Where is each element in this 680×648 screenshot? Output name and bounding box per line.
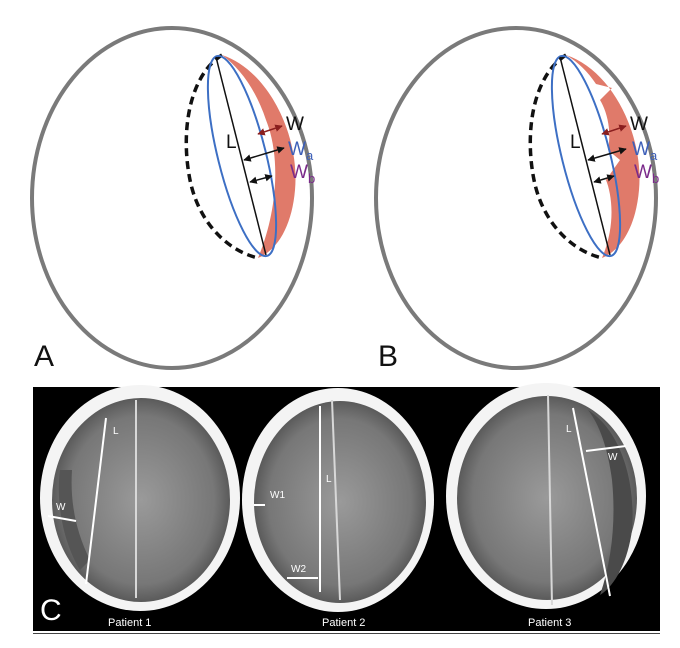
label-length-b: L (570, 132, 581, 153)
ct-label-w-3: W (608, 452, 618, 463)
ct-label-l-2: L (326, 474, 332, 485)
dashed-boundary-a (184, 53, 259, 260)
midline-2 (331, 399, 341, 601)
width-b-arrow-a (249, 174, 273, 184)
ct-label-w-1: W (56, 502, 66, 513)
ct-patient-1: L W (40, 385, 240, 611)
width-a-arrow-a (243, 146, 285, 162)
panel-letter-a: A (34, 340, 55, 373)
brain-tissue-3 (457, 396, 637, 600)
panel-a-diagram: L W Wa Wb (30, 26, 315, 370)
ct-label-w1-2: W1 (270, 490, 285, 501)
dashed-boundary-b (528, 53, 603, 260)
ct-label-l-1: L (113, 426, 119, 437)
width-arrow-b (601, 124, 627, 136)
skull-outline-b (374, 26, 658, 370)
ct-label-w2-2: W2 (291, 564, 306, 575)
skull-outline-a (30, 26, 314, 370)
length-line-3 (572, 407, 611, 597)
width-arrow-a (257, 124, 283, 136)
caption-patient-2: Patient 2 (322, 617, 366, 629)
label-length-a: L (226, 132, 237, 153)
width-line-1 (47, 515, 77, 522)
label-width-a-a: Wa (288, 139, 314, 163)
label-width-a: W (286, 114, 304, 135)
length-axis-a (215, 56, 267, 256)
label-width-b: W (630, 114, 648, 135)
panel-b-diagram: L W Wa Wb (374, 26, 659, 370)
bottom-rule (33, 633, 660, 634)
label-width-b-a: Wb (290, 162, 315, 186)
caption-patient-3: Patient 3 (528, 617, 572, 629)
length-line-1 (85, 417, 107, 585)
label-width-a-b: Wa (632, 139, 658, 163)
ct-patient-2: L W1 W2 (242, 388, 434, 612)
midline-3 (547, 394, 553, 606)
panel-letter-b: B (378, 340, 399, 373)
label-width-b-b: Wb (634, 162, 659, 186)
ct-patient-3: L W (446, 383, 646, 609)
caption-patient-1: Patient 1 (108, 617, 152, 629)
width-line-3 (585, 445, 627, 452)
hematoma-a (222, 55, 296, 258)
width-b-arrow-b (593, 174, 615, 184)
hematoma-b (566, 55, 640, 258)
length-axis-b (559, 56, 611, 256)
ct-label-l-3: L (566, 424, 572, 435)
width-a-arrow-b (587, 147, 627, 162)
brain-tissue-2 (254, 401, 426, 603)
panel-letter-c: C (40, 594, 62, 627)
brain-tissue-1 (52, 398, 230, 602)
